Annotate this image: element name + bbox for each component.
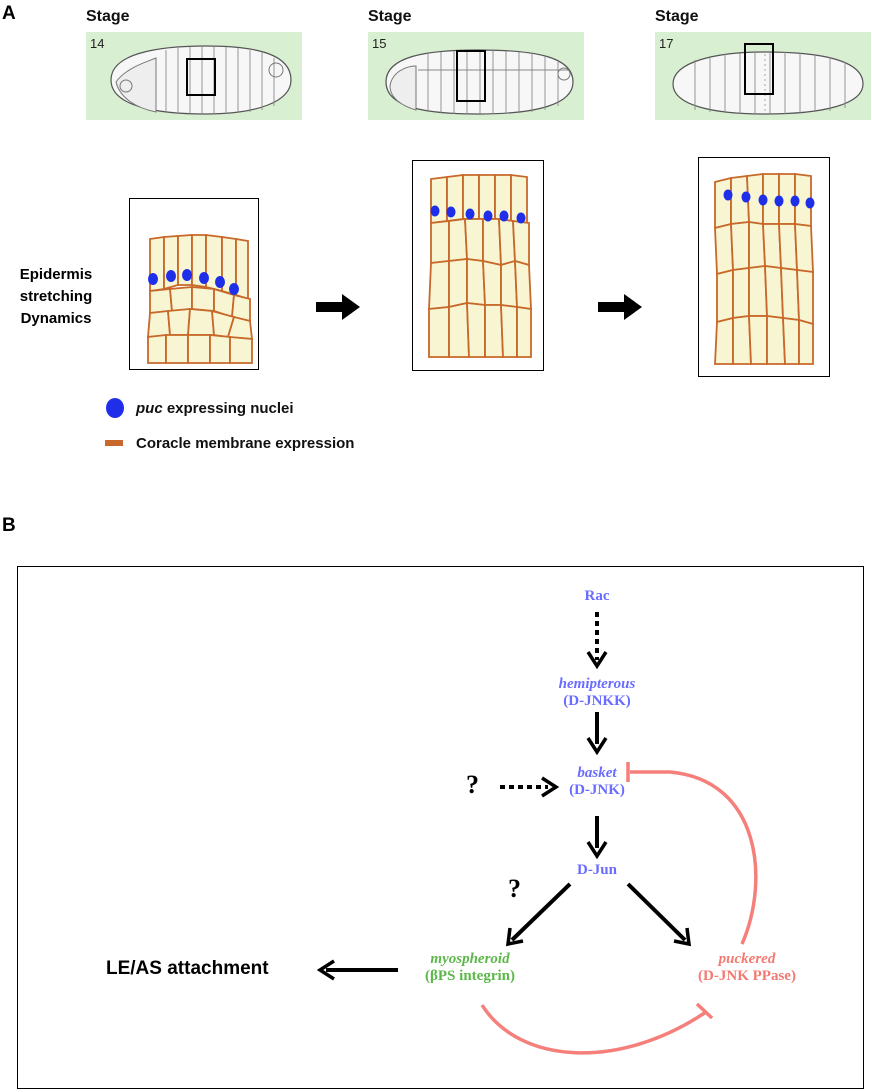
unknown-input-question-mark: ? [466,770,479,799]
basket-node: basket (D-JNK) [547,765,647,799]
unknown-link-question-mark: ? [508,874,521,903]
stage-17-title: Stage [655,8,699,25]
stage-17-number: 17 [659,36,674,51]
puckered-sub: (D-JNK PPase) [698,968,796,984]
myospheroid-sub: (βPS integrin) [425,968,515,984]
panel-b-letter: B [2,515,16,536]
stage-15-embryo-image: 15 [368,32,584,120]
le-as-attachment-label: LE/AS attachment [106,958,269,979]
basket-name: basket [577,765,617,781]
epidermis-stretching-label: Epidermis stretching Dynamics [10,264,102,330]
stage-14-title: Stage [86,8,130,25]
djun-node: D-Jun [576,862,617,878]
hemipterous-name: hemipterous [558,676,636,692]
label-line-1: Epidermis [19,266,93,283]
basket-sub: (D-JNK) [569,782,625,798]
myospheroid-name: myospheroid [430,951,510,967]
rac-node: Rac [584,588,610,604]
progression-arrow-1 [316,294,360,320]
panel-a-letter: A [2,3,16,24]
stage-14-number: 14 [90,36,105,51]
puc-gene-name: puc [136,400,163,417]
stage-15-number: 15 [372,36,387,51]
stage-14-embryo-image: 14 [86,32,302,120]
pathway-diagram-frame [17,566,864,1089]
membrane-legend-label: Coracle membrane expression [136,435,355,452]
nuclei-legend-label: puc expressing nuclei [136,400,294,417]
label-line-2: stretching [19,288,93,305]
stage-17-embryo-image: 17 [655,32,871,120]
myospheroid-node: myospheroid (βPS integrin) [395,951,545,985]
nuclei-legend-swatch [106,398,124,418]
stage-15-tissue-diagram [412,160,544,371]
stage-17-tissue-diagram [698,157,830,377]
hemipterous-node: hemipterous (D-JNKK) [537,676,657,710]
puckered-name: puckered [718,951,776,967]
progression-arrow-2 [598,294,642,320]
label-line-3: Dynamics [20,310,92,327]
stage-14-tissue-diagram [129,198,259,370]
hemipterous-sub: (D-JNKK) [563,693,631,709]
nuclei-legend-rest: expressing nuclei [162,400,294,417]
puckered-node: puckered (D-JNK PPase) [672,951,822,985]
stage-15-title: Stage [368,8,412,25]
membrane-legend-swatch [105,440,123,446]
